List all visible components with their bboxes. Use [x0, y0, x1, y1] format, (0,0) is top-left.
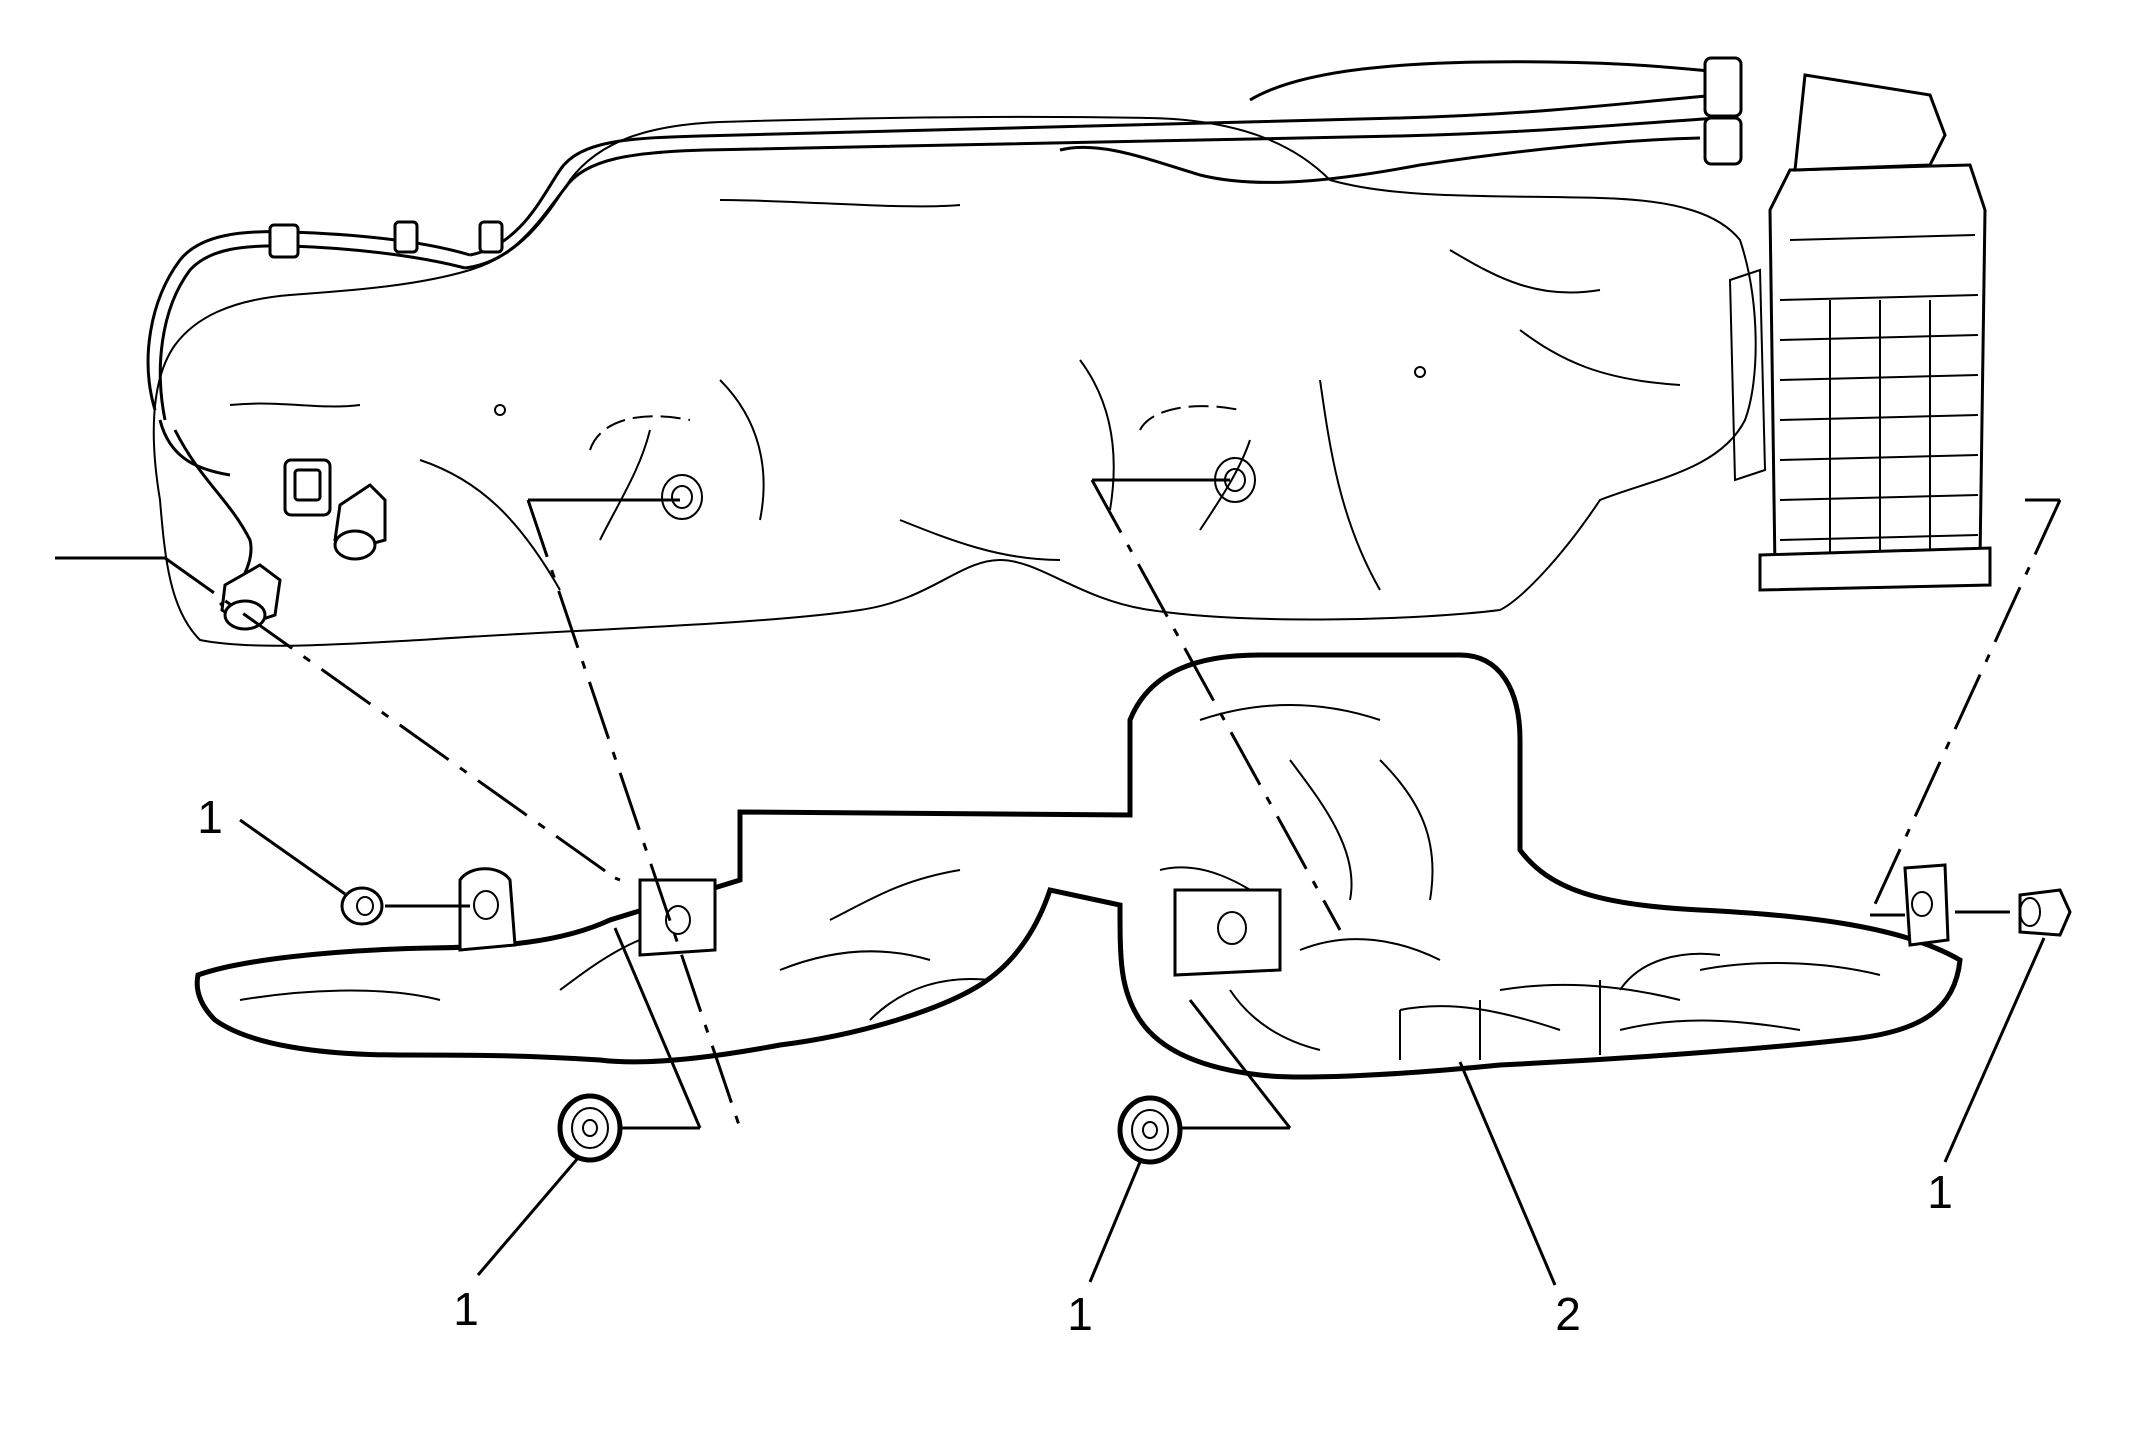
callout-label-fastener-right-tab: 1: [1927, 1166, 1953, 1218]
fastener-right-center: [1117, 1095, 1183, 1165]
fastener-right-tab: [2018, 888, 2072, 937]
callout-label-fastener-left-center: 1: [453, 1283, 479, 1335]
callout-labels: 1 1 1 1 2: [197, 791, 1953, 1340]
evap-canister: [1728, 73, 1992, 592]
fastener-left-tab: [340, 886, 384, 926]
callout-label-heat-shield: 2: [1555, 1288, 1581, 1340]
fastener-left-center: [557, 1093, 623, 1163]
callout-label-fastener-right-center: 1: [1067, 1288, 1093, 1340]
heat-shield: [194, 652, 1963, 1080]
leader-lines: [239, 818, 2046, 1286]
fuel-lines: [146, 56, 1743, 607]
fuel-tank: [152, 115, 1757, 647]
electrical-connectors: [220, 458, 387, 631]
callout-label-fastener-left-tab: 1: [197, 791, 223, 843]
alignment-lines: [55, 478, 2062, 1130]
